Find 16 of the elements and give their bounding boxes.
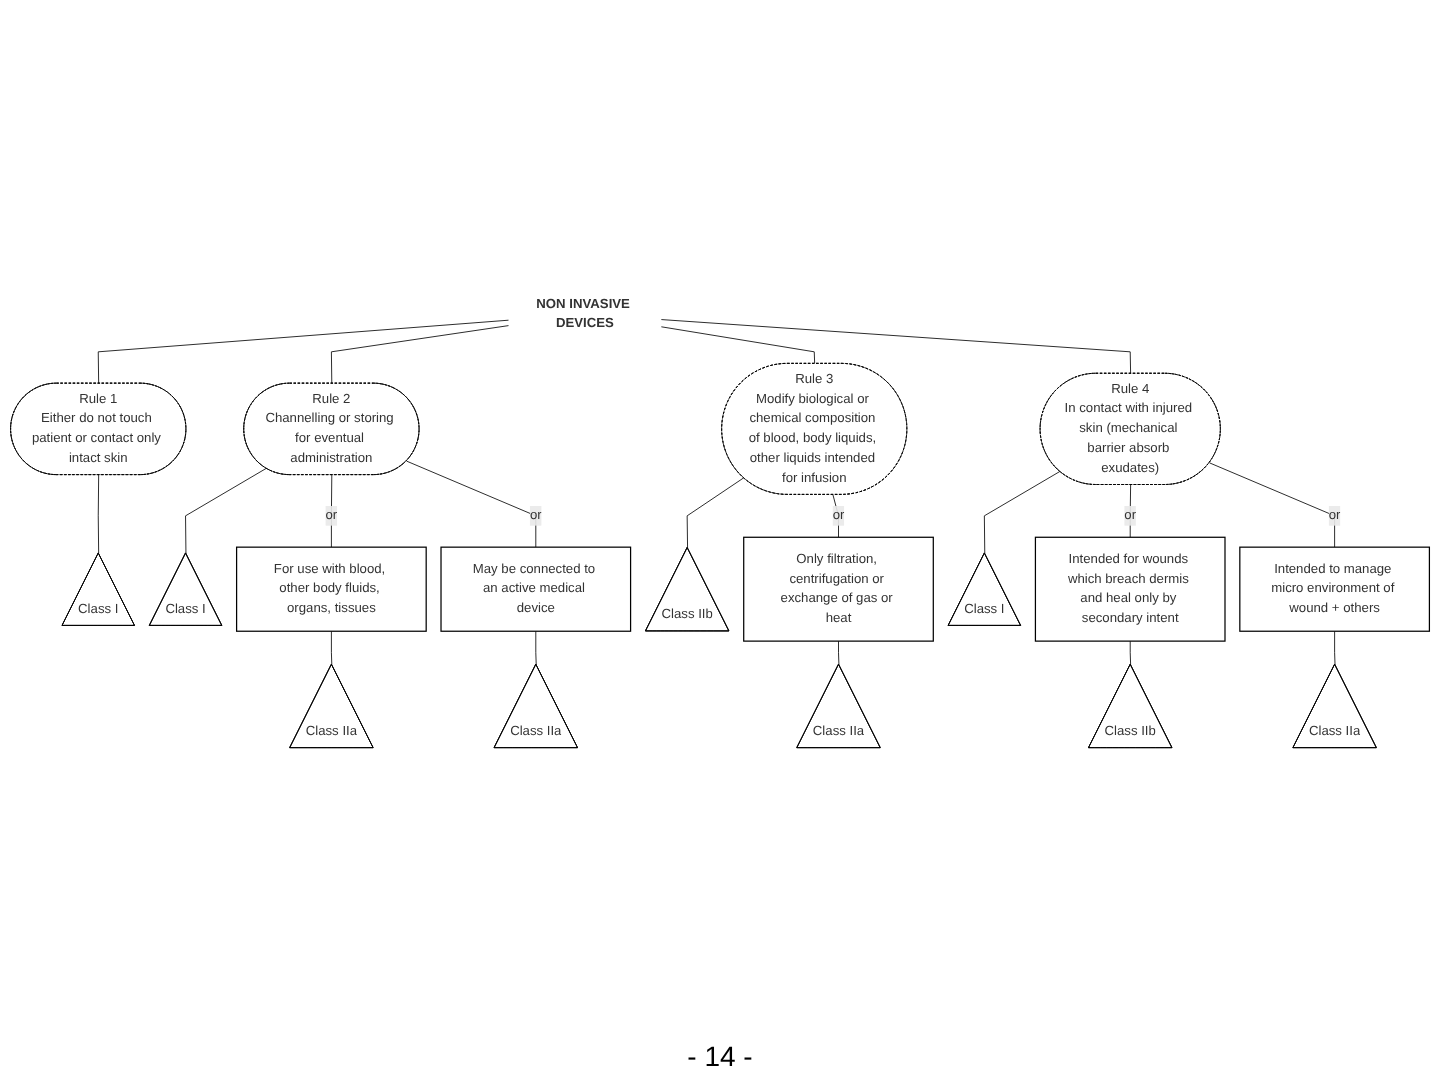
connector <box>1334 630 1336 665</box>
connector <box>97 474 100 554</box>
connector <box>660 319 1132 375</box>
connector <box>406 460 537 548</box>
connector <box>97 319 510 384</box>
connector <box>838 640 840 665</box>
connector <box>660 326 816 365</box>
connector <box>330 325 510 384</box>
connector <box>686 477 745 549</box>
connector <box>1209 462 1336 548</box>
connector <box>983 471 1061 554</box>
connector <box>330 630 333 665</box>
connector <box>1129 640 1132 665</box>
connector <box>535 630 537 665</box>
connector <box>185 468 267 554</box>
page-number: - 14 - <box>687 1040 753 1072</box>
